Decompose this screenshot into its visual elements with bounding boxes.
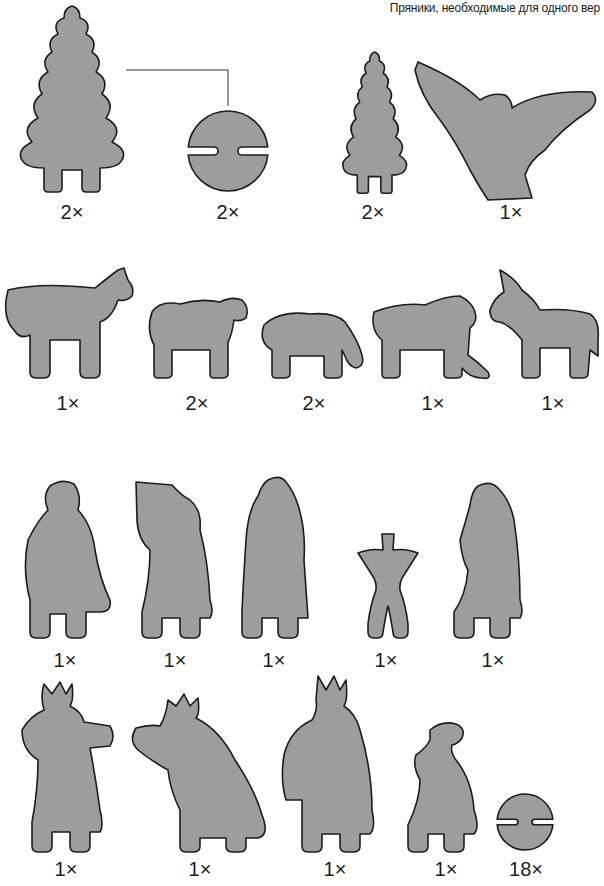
count-label: 1× — [263, 649, 286, 671]
figure-cookie — [454, 483, 522, 638]
count-label: 1× — [422, 392, 445, 414]
sheep-cookie — [149, 298, 247, 378]
count-label: 1× — [164, 649, 187, 671]
count-label: 1× — [324, 858, 347, 880]
dog-cookie — [373, 296, 489, 378]
count-label: 2× — [61, 201, 84, 223]
kneeling-figure-cookie — [25, 481, 110, 638]
count-label: 1× — [500, 201, 523, 223]
count-label: 1× — [435, 858, 458, 880]
small-tree-cookie — [343, 52, 407, 193]
shepherd-cookie — [408, 723, 477, 852]
manger-cookie — [358, 534, 418, 638]
count-label: 2× — [303, 392, 326, 414]
figure-cookie — [242, 477, 308, 638]
stand-disc — [188, 111, 268, 191]
count-label: 2× — [186, 392, 209, 414]
angel-cookie — [415, 62, 596, 200]
figure-cookie — [136, 482, 212, 638]
count-label: 1× — [375, 649, 398, 671]
donkey-cookie — [490, 270, 598, 378]
count-label: 1× — [54, 649, 77, 671]
grazing-sheep-cookie — [262, 313, 363, 378]
count-label: 2× — [217, 201, 240, 223]
small-disc-cookie — [497, 794, 553, 850]
page-heading: Пряники, необходимые для одного вер — [390, 2, 600, 15]
tree-cookie — [20, 6, 123, 192]
count-label: 1× — [189, 858, 212, 880]
count-label: 2× — [362, 201, 385, 223]
count-label: 18× — [509, 858, 543, 880]
count-label: 1× — [57, 392, 80, 414]
leader-line — [126, 70, 228, 106]
count-label: 1× — [542, 392, 565, 414]
kneeling-king-cookie — [132, 694, 265, 852]
count-label: 1× — [55, 858, 78, 880]
king-cookie — [22, 682, 113, 852]
count-label: 1× — [482, 649, 505, 671]
cow-cookie — [6, 268, 133, 378]
king-cookie — [282, 676, 373, 852]
